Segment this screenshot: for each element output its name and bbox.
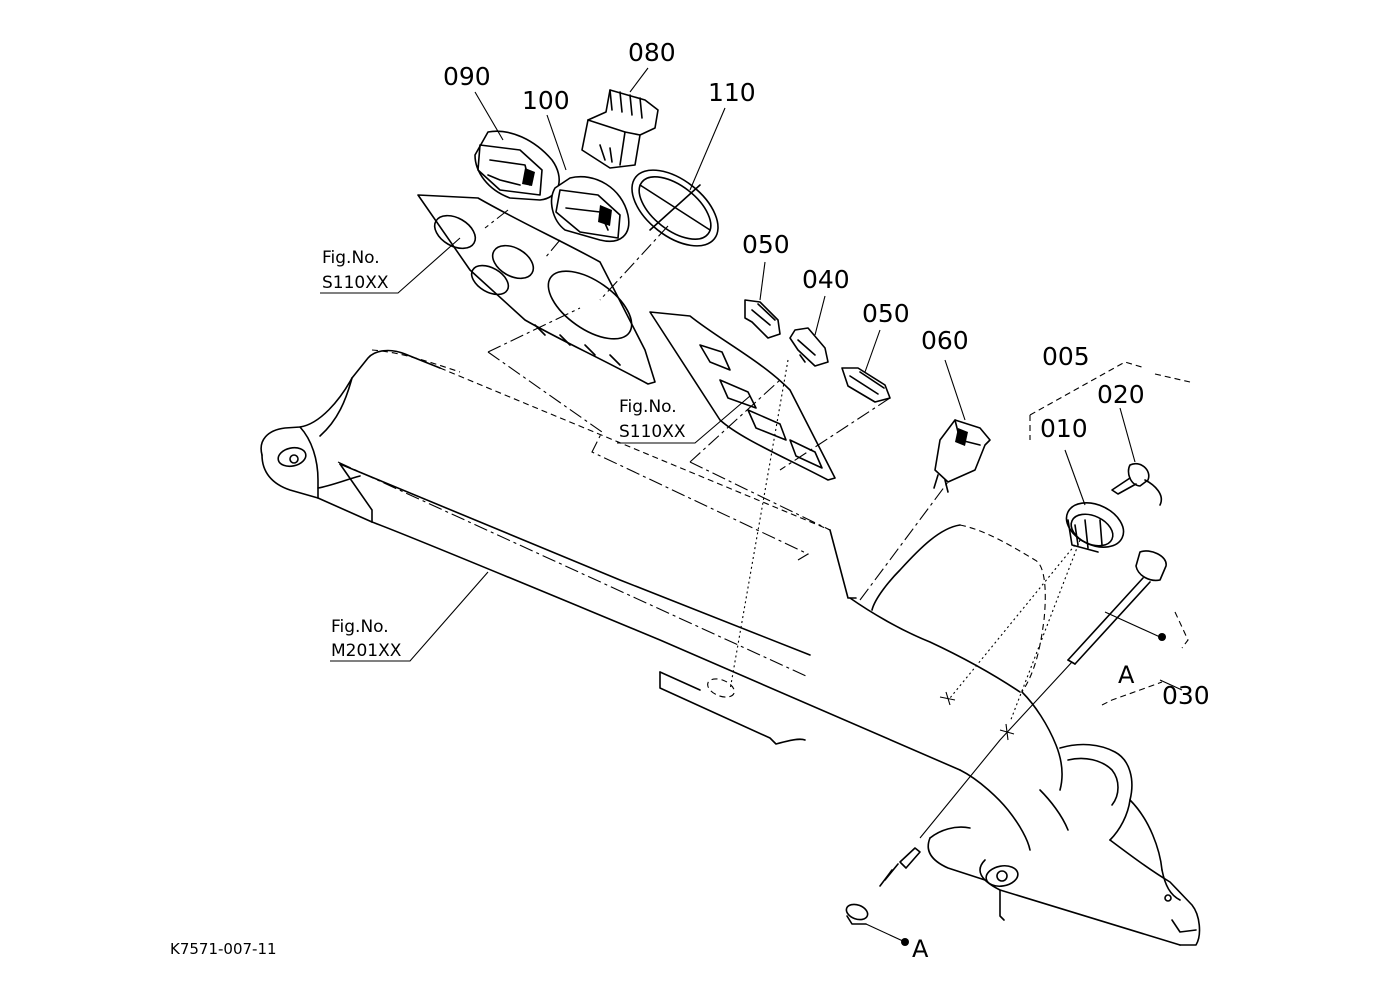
part-050-switch-a	[744, 299, 781, 339]
ref-a-top-label: A	[1118, 661, 1135, 689]
part-label-060: 060	[921, 326, 969, 355]
part-010-ignition	[1065, 502, 1125, 553]
leader-lines	[320, 67, 1191, 943]
part-040-switch	[789, 327, 829, 367]
part-label-010: 010	[1040, 414, 1088, 443]
fig-ref-1-code: S110XX	[322, 273, 389, 293]
part-label-050-a: 050	[742, 230, 790, 259]
part-050-switch-b	[841, 367, 891, 403]
part-label-040: 040	[802, 265, 850, 294]
part-080-module	[581, 89, 659, 169]
ref-a-top-marker	[1158, 633, 1166, 641]
part-020-key	[1111, 462, 1163, 506]
part-label-110: 110	[708, 78, 756, 107]
part-030-cable	[845, 550, 1167, 925]
part-label-080: 080	[628, 38, 676, 67]
dashboard-panel	[260, 349, 1201, 946]
part-110-lens	[631, 169, 719, 247]
part-label-005: 005	[1042, 342, 1090, 371]
fig-ref-1-prefix: Fig.No.	[322, 248, 380, 268]
fig-ref-2-code: S110XX	[619, 422, 686, 442]
switch-plate-middle	[649, 311, 836, 481]
drawing-code: K7571-007-11	[170, 940, 277, 958]
part-100-gauge	[550, 176, 630, 242]
part-label-100: 100	[522, 86, 570, 115]
fig-ref-3-code: M201XX	[331, 641, 402, 661]
part-060-socket	[933, 419, 991, 493]
part-label-030: 030	[1162, 681, 1210, 710]
fig-ref-3-prefix: Fig.No.	[331, 617, 389, 637]
ref-a-bottom-label: A	[912, 935, 929, 963]
part-090-gauge	[474, 130, 560, 201]
part-label-020: 020	[1097, 380, 1145, 409]
part-label-090: 090	[443, 62, 491, 91]
bezel-plate-upper	[417, 194, 656, 385]
ref-a-bottom-marker	[901, 938, 909, 946]
part-label-050-b: 050	[862, 299, 910, 328]
fig-ref-2-prefix: Fig.No.	[619, 397, 677, 417]
